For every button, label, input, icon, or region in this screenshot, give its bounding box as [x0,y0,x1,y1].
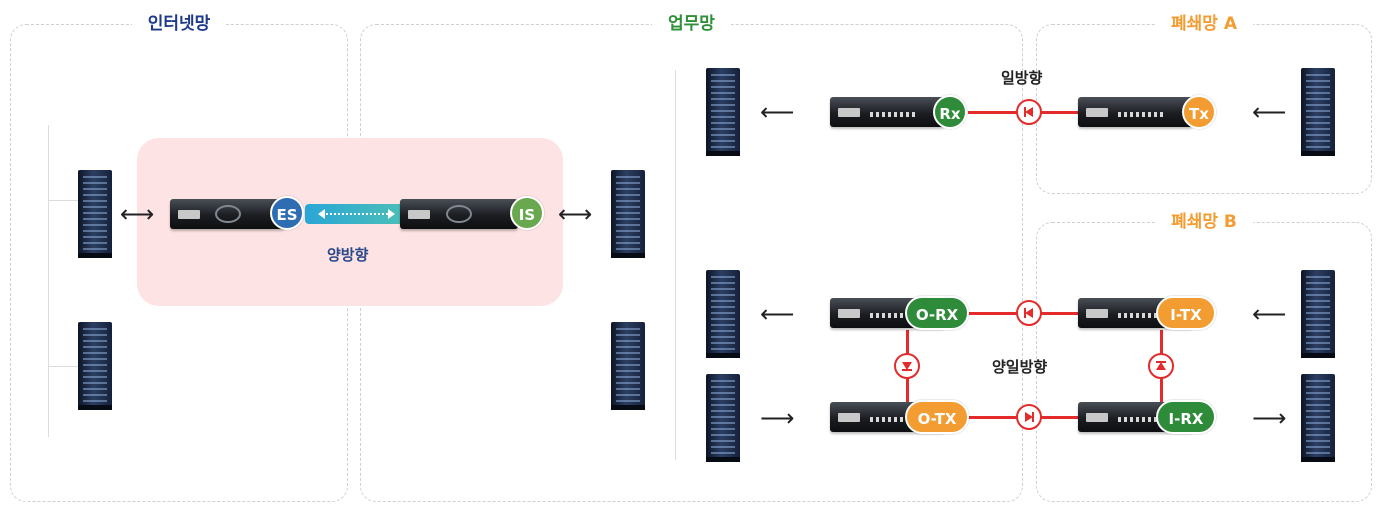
zone-closed-b: 폐쇄망 B [1036,212,1372,502]
rx-appliance [830,97,945,127]
server-tower-icon [706,270,740,358]
unidirectional-label: 일방향 [1001,69,1043,87]
bidirectional-arrow-icon: ⟷ [120,200,155,228]
bidirectional-label: 양방향 [327,246,369,264]
server-tower-icon [1301,68,1335,156]
left-arrow-icon: ⟵ [1252,300,1287,328]
bidirectional-dotted-arrow-icon [322,213,392,215]
internet-branch-line-2 [48,366,78,367]
o-tx-badge: O-TX [905,400,969,434]
bidirectional-arrow-icon: ⟷ [558,200,593,228]
server-tower-icon [1301,374,1335,462]
zone-internet-title: 인터넷망 [131,14,227,34]
server-tower-icon [706,68,740,156]
zone-business-title: 업무망 [652,14,731,34]
server-tower-icon [611,322,645,410]
diode-down-icon [894,353,920,379]
rx-badge: Rx [933,95,967,129]
zone-closed-b-title: 폐쇄망 B [1155,212,1253,232]
internet-branch-line-1 [48,200,78,201]
i-rx-badge: I-RX [1156,400,1216,434]
business-trunk-line [675,70,676,460]
diode-up-icon [1148,353,1174,379]
o-rx-badge: O-RX [905,296,969,330]
tx-badge: Tx [1182,95,1216,129]
diode-right-icon [1016,404,1042,430]
zone-closed-a: 폐쇄망 A [1036,14,1372,194]
is-badge: IS [510,196,544,230]
es-appliance [170,199,285,229]
diode-left-icon [1016,99,1042,125]
left-arrow-icon: ⟵ [760,300,795,328]
diode-left-icon [1016,300,1042,326]
is-appliance [400,199,518,229]
server-tower-icon [1301,270,1335,358]
internet-trunk-line [48,125,49,437]
right-arrow-icon: ⟶ [1252,404,1287,432]
server-tower-icon [78,322,112,410]
es-badge: ES [270,196,304,230]
left-arrow-icon: ⟵ [760,98,795,126]
dual-unidirectional-label: 양일방향 [992,358,1048,376]
server-tower-icon [706,374,740,462]
i-tx-badge: I-TX [1156,296,1216,330]
right-arrow-icon: ⟶ [760,404,795,432]
server-tower-icon [611,170,645,258]
zone-closed-a-title: 폐쇄망 A [1155,14,1253,34]
server-tower-icon [78,170,112,258]
tx-appliance [1078,97,1193,127]
left-arrow-icon: ⟵ [1252,98,1287,126]
